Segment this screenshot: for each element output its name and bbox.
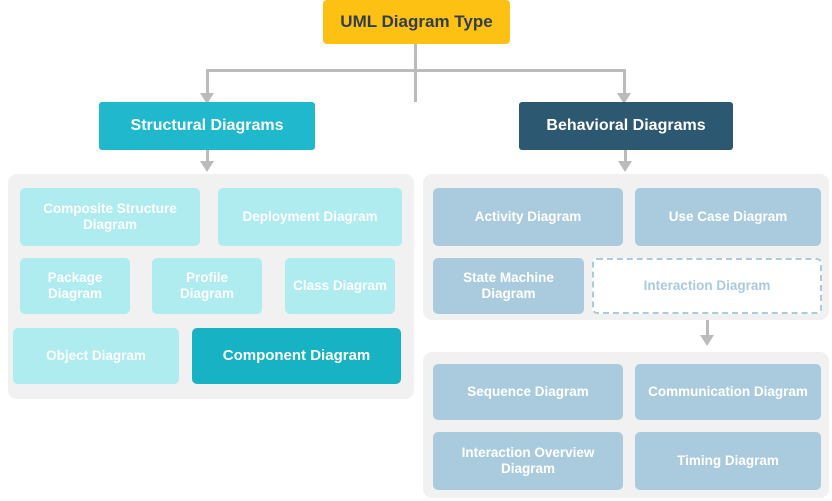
node-class-diagram[interactable]: Class Diagram (285, 258, 395, 314)
node-object-diagram[interactable]: Object Diagram (13, 328, 179, 384)
node-use-case-diagram[interactable]: Use Case Diagram (635, 188, 821, 246)
node-profile-diagram[interactable]: Profile Diagram (152, 258, 262, 314)
node-timing-diagram[interactable]: Timing Diagram (635, 432, 821, 490)
node-deployment-diagram[interactable]: Deployment Diagram (218, 188, 402, 246)
header-behavioral-diagrams[interactable]: Behavioral Diagrams (519, 102, 733, 150)
connector-interaction-to-subgroup (706, 314, 709, 337)
arrow-down-icon-behavioral-panel (618, 161, 632, 172)
connector-leg-behavioral (623, 69, 626, 96)
node-interaction-diagram[interactable]: Interaction Diagram (592, 258, 822, 314)
node-activity-diagram[interactable]: Activity Diagram (433, 188, 623, 246)
connector-leg-structural (206, 69, 209, 96)
arrow-down-icon-structural (200, 93, 214, 104)
node-sequence-diagram[interactable]: Sequence Diagram (433, 364, 623, 420)
node-package-diagram[interactable]: Package Diagram (20, 258, 130, 314)
connector-structural-to-panel (206, 150, 209, 163)
node-communication-diagram[interactable]: Communication Diagram (635, 364, 821, 420)
connector-horizontal-bar (206, 69, 626, 72)
connector-root-stem (414, 44, 417, 102)
connector-behavioral-to-panel (624, 150, 627, 163)
arrow-down-icon-structural-panel (200, 161, 214, 172)
node-state-machine-diagram[interactable]: State Machine Diagram (433, 258, 584, 314)
node-component-diagram[interactable]: Component Diagram (192, 328, 401, 384)
node-interaction-overview-diagram[interactable]: Interaction Overview Diagram (433, 432, 623, 490)
node-composite-structure-diagram[interactable]: Composite Structure Diagram (20, 188, 200, 246)
arrow-down-icon-interaction (700, 335, 714, 346)
root-node-uml-diagram-type[interactable]: UML Diagram Type (323, 0, 510, 44)
header-structural-diagrams[interactable]: Structural Diagrams (99, 102, 315, 150)
arrow-down-icon-behavioral (617, 93, 631, 104)
